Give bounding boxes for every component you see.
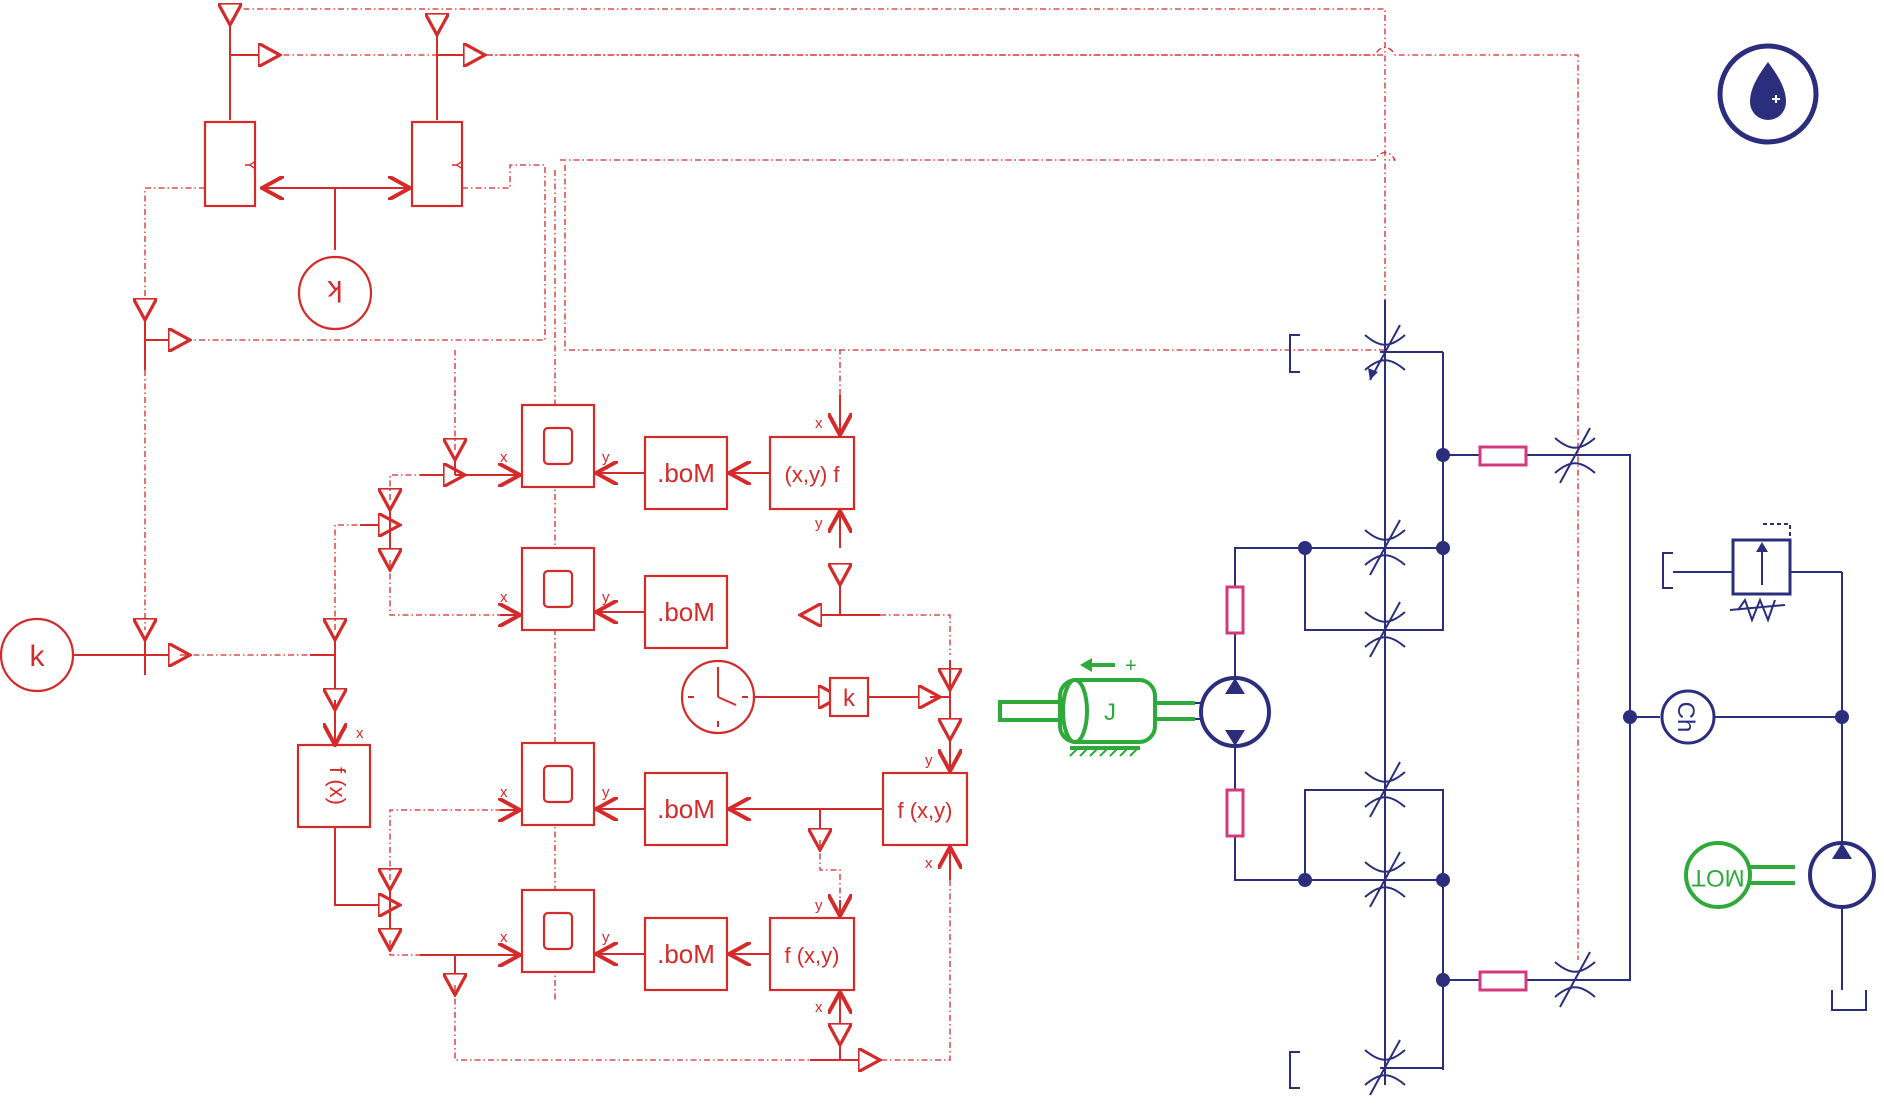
throttle-valve-icon (1364, 324, 1406, 381)
int4-port-y: y (602, 929, 610, 946)
hydraulic-pump-icon (1808, 841, 1876, 909)
constant-left-label: k (30, 640, 46, 673)
drive-motor: MOT (1684, 841, 1795, 909)
function-fxy-block-2 (881, 771, 969, 847)
restriction-right-lower (1478, 970, 1528, 992)
int4-port-x: x (500, 929, 508, 946)
restriction-lower (1225, 788, 1245, 838)
comparator-block-left (203, 120, 257, 208)
water-drop-icon (1717, 43, 1819, 145)
relief-valve-icon (1673, 523, 1792, 623)
signal-network: Y Y k k f (x) x (0, 9, 1579, 1060)
motor-label: MOT (1691, 864, 1745, 891)
inertia-plus: + (1125, 655, 1137, 677)
restriction-upper (1225, 585, 1245, 635)
mod-block-2 (643, 574, 729, 650)
check-valve-label: Ch (1672, 702, 1699, 733)
integrator-block-3 (520, 741, 596, 827)
function-fx-block (296, 743, 372, 829)
integrator-icon (542, 426, 574, 466)
hydraulic-motor-icon (1195, 676, 1271, 748)
int2-port-x: x (500, 589, 508, 606)
fxy2-port-x: x (925, 855, 933, 872)
integrator-block-1 (520, 403, 596, 489)
constant-top-label: k (327, 274, 343, 307)
fxy2-port-y: y (925, 752, 933, 769)
int1-port-y: y (602, 449, 610, 466)
fxy-3-label: f (x,y) (785, 943, 840, 968)
integrator-block-2 (520, 546, 596, 632)
tank-icon (1289, 334, 1300, 373)
inertia-label: J (1104, 699, 1116, 726)
fxy-2-label: f (x,y) (898, 798, 953, 823)
mod-1-label: .boM (657, 458, 715, 488)
hydraulic-network: Ch (1195, 300, 1876, 1096)
fx-label: f (x) (325, 767, 350, 805)
comparator-block-right (410, 120, 464, 208)
clock-icon (680, 659, 756, 735)
int2-port-y: y (602, 589, 610, 606)
int3-port-x: x (500, 784, 508, 801)
restriction-right-upper (1478, 445, 1528, 467)
function-fxy-block-3 (768, 916, 856, 992)
fxy1-port-x: x (815, 415, 823, 432)
mechanical-inertia: J + (998, 655, 1195, 757)
fxy-1-label: (x,y) f (785, 462, 841, 487)
gain-k-label: k (843, 685, 856, 712)
mod-block-4 (643, 916, 729, 992)
integrator-block-4 (520, 888, 596, 974)
fx-port-x: x (356, 725, 364, 742)
mod-4-label: .boM (657, 939, 715, 969)
fxy3-port-x: x (815, 999, 823, 1016)
comparator-left-label: Y (241, 160, 258, 171)
mod-block-1 (643, 435, 729, 511)
fxy1-port-y: y (815, 515, 823, 532)
int3-port-y: y (602, 784, 610, 801)
comparator-right-label: Y (448, 160, 465, 171)
mod-block-3 (643, 771, 729, 847)
mod-2-label: .boM (657, 597, 715, 627)
constant-source-top (297, 255, 373, 331)
fxy3-port-y: y (815, 897, 823, 914)
mod-3-label: .boM (657, 794, 715, 824)
function-fxy-block-1 (768, 435, 856, 511)
int1-port-x: x (500, 449, 508, 466)
